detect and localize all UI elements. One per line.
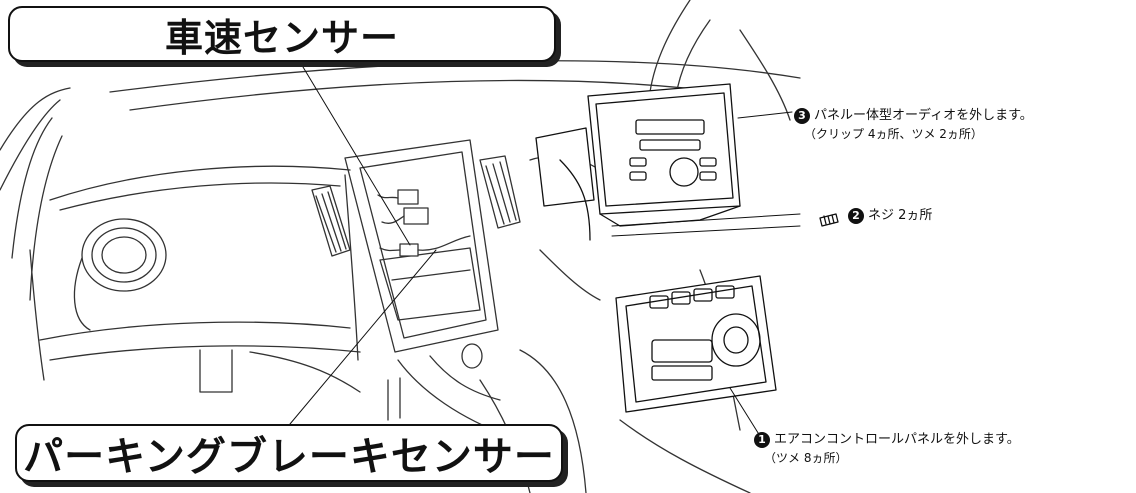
center-vents [311,155,521,257]
dashboard-body [29,165,361,393]
step-3-note: 3 パネルー体型オーディオを外します。 （クリップ 4ヵ所、ツメ 2ヵ所） [794,106,1033,144]
step-3-text: パネルー体型オーディオを外します。 [814,108,1033,123]
screw [819,213,839,227]
wiring-connectors [377,189,471,257]
step-1-note: 1 エアコンコントロールパネルを外します。 （ツメ 8ヵ所） [754,430,1020,468]
leader-lines [289,61,801,437]
round-air-vent [73,218,167,331]
step-2-text: ネジ 2ヵ所 [868,208,933,223]
step-1-detail: （ツメ 8ヵ所） [764,451,848,465]
audio-unit [535,83,741,241]
step-2-number: 2 [848,207,864,224]
step-1-text: エアコンコントロールパネルを外します。 [774,432,1020,447]
step-3-number: 3 [794,107,810,124]
step-1-number: 1 [754,431,770,448]
vehicle-speed-sensor-label: 車速センサー [8,6,556,62]
center-stack-cavity [344,139,499,353]
parking-brake-sensor-label: パーキングブレーキセンサー [15,424,563,482]
step-2-note: 2 ネジ 2ヵ所 [848,206,932,225]
a-pillar-left [0,87,71,301]
step-3-detail: （クリップ 4ヵ所、ツメ 2ヵ所） [804,127,983,141]
ac-control-panel [615,275,777,413]
